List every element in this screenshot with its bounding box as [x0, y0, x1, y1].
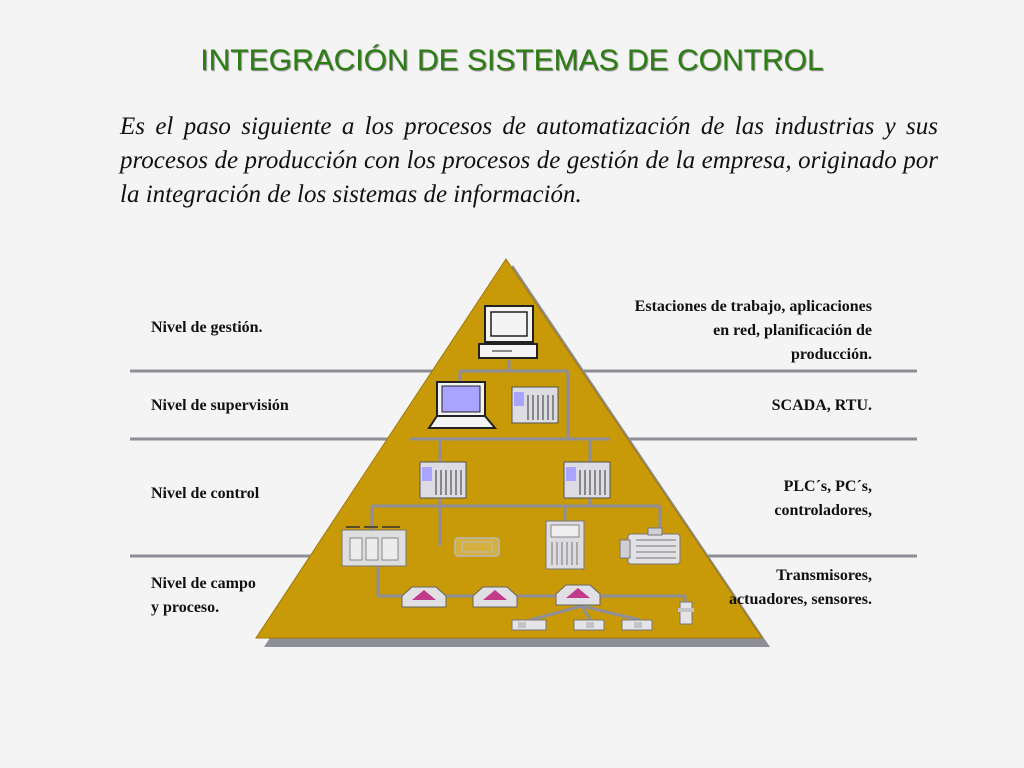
level-label-campo: Nivel de campo y proceso.: [151, 572, 256, 620]
plc-rack-icon: [511, 386, 559, 424]
level-label-campo-line-1: Nivel de campo: [151, 575, 256, 592]
sensor-icon: [511, 619, 547, 631]
description-line: producción.: [790, 346, 872, 363]
sensor-icon: [678, 601, 694, 625]
level-label-control: Nivel de control: [151, 485, 260, 502]
field-device-icon: [472, 586, 518, 608]
page-title: INTEGRACIÓN DE SISTEMAS DE CONTROL: [200, 44, 824, 77]
laptop-icon: [427, 381, 498, 429]
description-line: Estaciones de trabajo, aplicaciones: [634, 298, 872, 315]
description-line: SCADA, RTU.: [771, 397, 872, 414]
description-line: en red, planificación de: [713, 322, 872, 339]
controller-icon: [545, 520, 585, 570]
level-description-gestion: Estaciones de trabajo, aplicaciones en r…: [635, 295, 872, 367]
intro-paragraph: Es el paso siguiente a los procesos de a…: [120, 113, 938, 208]
description-line: controladores,: [774, 502, 872, 519]
description-line: Transmisores,: [776, 567, 872, 584]
description-line: PLC´s, PC´s,: [783, 478, 872, 495]
plc-rack-icon: [419, 461, 467, 499]
field-device-icon: [555, 584, 601, 606]
description-line: actuadores, sensores.: [729, 591, 872, 608]
sensor-icon: [573, 619, 605, 631]
motor-icon: [619, 527, 681, 565]
controller-icon: [341, 526, 407, 567]
controller-icon: [454, 537, 500, 557]
level-label-supervision: Nivel de supervisión: [151, 397, 289, 414]
level-description-control: PLC´s, PC´s, controladores,: [774, 475, 872, 523]
field-device-icon: [401, 586, 447, 608]
level-description-supervision: SCADA, RTU.: [772, 394, 872, 418]
plc-rack-icon: [563, 461, 611, 499]
level-label-campo-line-2: y proceso.: [151, 599, 220, 616]
workstation-icon: [478, 305, 538, 359]
level-description-campo: Transmisores, actuadores, sensores.: [729, 564, 872, 612]
level-label-gestion: Nivel de gestión.: [151, 319, 263, 336]
sensor-icon: [621, 619, 653, 631]
